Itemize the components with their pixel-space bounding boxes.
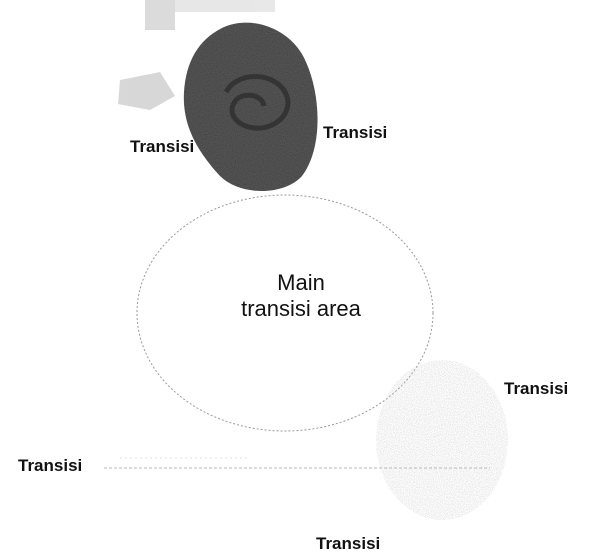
dark-transition-blob	[184, 23, 318, 191]
main-area-line2: transisi area	[216, 296, 386, 322]
label-bottom: Transisi	[316, 534, 380, 554]
faint-transition-cloud	[376, 360, 508, 520]
label-right: Transisi	[504, 379, 568, 399]
main-area-line1: Main	[216, 270, 386, 296]
label-top-left: Transisi	[130, 137, 194, 157]
label-top-right: Transisi	[323, 123, 387, 143]
main-area-label: Main transisi area	[216, 270, 386, 322]
label-left: Transisi	[18, 456, 82, 476]
